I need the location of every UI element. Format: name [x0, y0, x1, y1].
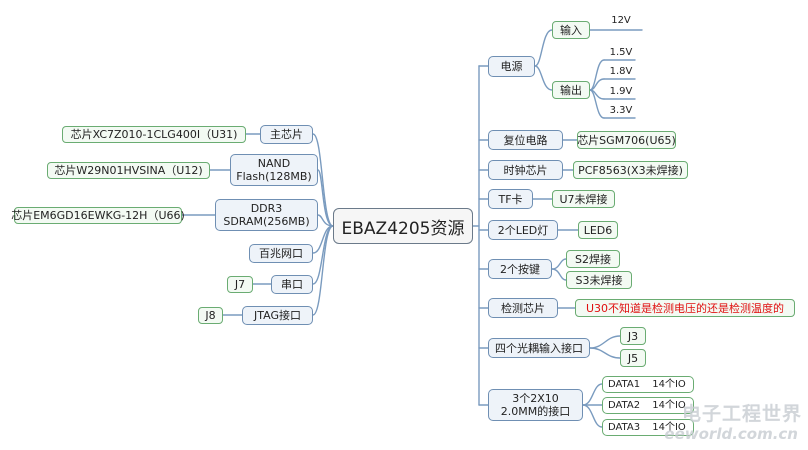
power-input-node[interactable]: 输入 [552, 21, 590, 39]
nand-flash-node[interactable]: NAND Flash(128MB) [230, 154, 318, 186]
power-input-12v: 12V [611, 15, 631, 26]
detect-chip-detail[interactable]: U30不知道是检测电压的还是检测温度的 [575, 299, 795, 317]
nand-label-line2: Flash(128MB) [236, 170, 312, 183]
clock-chip-node[interactable]: 时钟芯片 [488, 160, 563, 180]
power-node[interactable]: 电源 [488, 56, 535, 77]
header-label-line2: 2.0MM的接口 [500, 405, 571, 418]
ddr3-sdram-detail[interactable]: 芯片EM6GD16EWKG-12H（U66) [11, 207, 185, 224]
watermark: 电子工程世界 eeworld.com.cn [628, 395, 808, 450]
power-output-1-5v: 1.5V [609, 46, 633, 58]
ddr3-sdram-node[interactable]: DDR3 SDRAM(256MB) [215, 199, 318, 231]
central-topic[interactable]: EBAZ4205资源 [333, 208, 473, 244]
reset-circuit-detail[interactable]: 芯片SGM706(U65) [577, 131, 676, 149]
uart-node[interactable]: 串口 [271, 275, 313, 294]
uart-detail[interactable]: J7 [227, 276, 253, 293]
led-detail[interactable]: LED6 [578, 221, 618, 239]
ddr-label-line1: DDR3 [250, 202, 283, 215]
header-2x10-node[interactable]: 3个2X10 2.0MM的接口 [488, 389, 583, 421]
main-chip-node[interactable]: 主芯片 [260, 125, 313, 144]
data1-row[interactable] [602, 376, 694, 393]
ddr-label-line2: SDRAM(256MB) [223, 215, 310, 228]
power-output-1-8v: 1.8V [609, 65, 633, 77]
power-output-node[interactable]: 输出 [552, 81, 590, 99]
power-output-3-3v: 3.3V [609, 104, 633, 116]
button-s2-detail[interactable]: S2焊接 [566, 250, 620, 268]
nand-flash-detail[interactable]: 芯片W29N01HVSINA（U12) [47, 162, 210, 179]
data3-name: DATA3 [607, 421, 641, 433]
data3-io: 14个IO [652, 421, 686, 433]
clock-chip-detail[interactable]: PCF8563(X3未焊接) [573, 161, 688, 179]
header-label-line1: 3个2X10 [512, 392, 559, 405]
ethernet-node[interactable]: 百兆网口 [249, 244, 313, 263]
jtag-node[interactable]: JTAG接口 [242, 306, 313, 325]
optocoupler-j3-detail[interactable]: J3 [620, 327, 646, 345]
data3-row[interactable] [602, 419, 694, 436]
data1-io: 14个IO [652, 378, 686, 390]
power-output-1-9v: 1.9V [609, 85, 633, 97]
detect-chip-node[interactable]: 检测芯片 [488, 298, 558, 318]
data1-name: DATA1 [607, 378, 641, 390]
tf-card-detail[interactable]: U7未焊接 [552, 190, 615, 208]
optocoupler-input-node[interactable]: 四个光耦输入接口 [488, 338, 590, 358]
optocoupler-j5-detail[interactable]: J5 [620, 349, 646, 367]
button-s3-detail[interactable]: S3未焊接 [566, 271, 632, 289]
data2-io: 14个IO [652, 399, 686, 411]
reset-circuit-node[interactable]: 复位电路 [488, 130, 563, 150]
buttons-node[interactable]: 2个按键 [488, 259, 552, 279]
led-node[interactable]: 2个LED灯 [488, 220, 558, 240]
main-chip-detail[interactable]: 芯片XC7Z010-1CLG400I（U31) [62, 126, 246, 143]
tf-card-node[interactable]: TF卡 [488, 189, 533, 209]
watermark-cn: 电子工程世界 [681, 403, 802, 425]
nand-label-line1: NAND [257, 157, 291, 170]
data2-name: DATA2 [607, 399, 641, 411]
watermark-en: eeworld.com.cn [664, 425, 798, 443]
jtag-detail[interactable]: J8 [198, 307, 223, 324]
data2-row[interactable] [602, 397, 694, 414]
